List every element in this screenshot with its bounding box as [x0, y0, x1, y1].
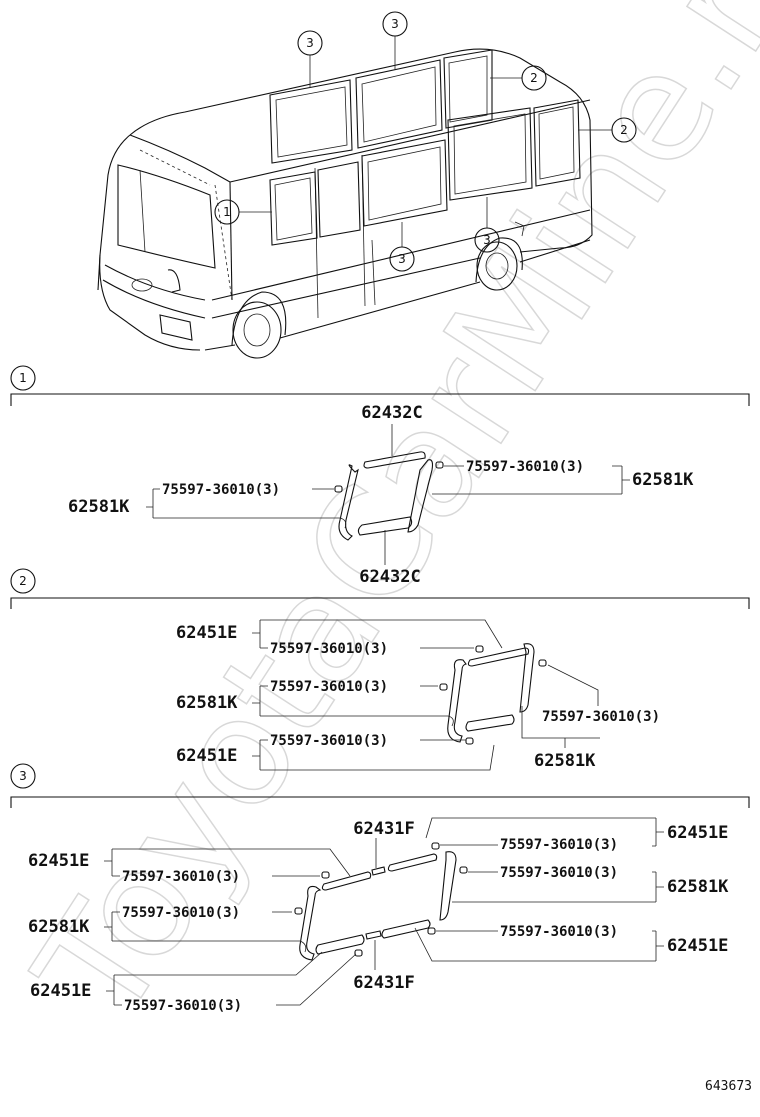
figure-number: 643673 [705, 1079, 752, 1094]
joint-bottom [365, 930, 382, 940]
section-1: 1 62432C 62432C 62581K 75597-36010(3) 62… [10, 365, 750, 587]
weatherstrip-left-piece [338, 464, 359, 541]
clip-75597-left-top: 75597-36010(3) [122, 869, 240, 885]
section-3-bracket [10, 796, 750, 808]
part-62581k-right: 62581K [534, 751, 596, 771]
part-62431f-top: 62431F [353, 819, 414, 839]
section-2-circle [10, 568, 36, 594]
weatherstrip-top-piece [363, 451, 426, 469]
callout-label: 1 [223, 205, 231, 219]
part-62581k-right-mid: 62581K [667, 877, 729, 897]
joint-top [371, 866, 386, 876]
weatherstrip-top-piece [467, 647, 530, 667]
callout-label: 2 [620, 123, 628, 137]
clip [431, 842, 440, 850]
clip [459, 866, 468, 874]
weatherstrip-top-left-piece [321, 871, 372, 891]
weatherstrip-bottom-right-piece [381, 919, 431, 939]
clip-75597-right: 75597-36010(3) [542, 709, 660, 725]
part-62451e-right-bottom: 62451E [667, 936, 728, 956]
section-2-bracket [10, 597, 750, 609]
part-62432c-bottom: 62432C [359, 567, 420, 587]
callout-circle [297, 30, 323, 56]
clip [465, 737, 474, 745]
part-62581k-b: 62581K [176, 693, 238, 713]
section-1-bracket [10, 393, 750, 406]
section-2-number: 2 [19, 574, 27, 588]
clip-75597-left: 75597-36010(3) [162, 482, 280, 498]
clip [435, 461, 444, 469]
clip [538, 659, 547, 667]
callout-circle [474, 227, 500, 253]
overview-callouts: 3 3 2 2 1 3 3 [214, 11, 637, 272]
weatherstrip-bottom-left-piece [315, 934, 365, 955]
section-1-circle [10, 365, 36, 391]
weatherstrip-bottom-piece [357, 516, 413, 536]
part-62451e-left-bottom: 62451E [30, 981, 91, 1001]
section-3: 3 62431F 62431F 62451E 75597-36010(3) 62… [10, 763, 750, 1014]
weatherstrip-right-piece [439, 851, 457, 921]
clip [439, 683, 448, 691]
part-62451e-c: 62451E [176, 746, 237, 766]
callout-circle [382, 11, 408, 37]
callout-circle [389, 246, 415, 272]
part-62432c-top: 62432C [361, 403, 422, 423]
clip-75597-b: 75597-36010(3) [270, 679, 388, 695]
clip-75597-right: 75597-36010(3) [466, 459, 584, 475]
clip-75597-a: 75597-36010(3) [270, 641, 388, 657]
part-62451e-left-top: 62451E [28, 851, 89, 871]
callout-label: 3 [391, 17, 399, 31]
clip-75597-right-bottom: 75597-36010(3) [500, 924, 618, 940]
weatherstrip-right-piece [519, 643, 535, 713]
weatherstrip-left-piece [299, 885, 322, 961]
callout-label: 3 [306, 36, 314, 50]
part-62581k-left: 62581K [68, 497, 130, 517]
section-2: 2 62451E 75597-36010(3) 62581K 75597-360… [10, 568, 750, 771]
clip-75597-left-bottom: 75597-36010(3) [124, 998, 242, 1014]
part-62451e-right-top: 62451E [667, 823, 728, 843]
part-62581k-left-mid: 62581K [28, 917, 90, 937]
clip [321, 871, 330, 879]
callout-circle [611, 117, 637, 143]
section-1-number: 1 [19, 371, 27, 385]
clip-75597-left-mid: 75597-36010(3) [122, 905, 240, 921]
clip-75597-c: 75597-36010(3) [270, 733, 388, 749]
callout-circle [214, 199, 240, 225]
weatherstrip-top-right-piece [387, 853, 438, 872]
weatherstrip-right-piece [407, 459, 434, 533]
callout-label: 2 [530, 71, 538, 85]
clip-75597-right-mid: 75597-36010(3) [500, 865, 618, 881]
clip [354, 949, 363, 957]
part-62581k-right: 62581K [632, 470, 694, 490]
callout-label: 3 [483, 233, 491, 247]
callout-label: 3 [398, 252, 406, 266]
section-3-number: 3 [19, 769, 27, 783]
callout-circle [521, 65, 547, 91]
clip [334, 485, 343, 493]
clip [427, 927, 436, 935]
weatherstrip-left-piece [447, 659, 467, 743]
clip [294, 907, 303, 915]
bus-illustration [97, 48, 593, 359]
part-62451e-a: 62451E [176, 623, 237, 643]
part-62431f-bottom: 62431F [353, 973, 414, 993]
clip [475, 645, 484, 653]
clip-75597-right-top: 75597-36010(3) [500, 837, 618, 853]
section-3-circle [10, 763, 36, 789]
watermark: ToyotaCarMine.ru [4, 0, 760, 1050]
weatherstrip-bottom-piece [465, 714, 515, 732]
